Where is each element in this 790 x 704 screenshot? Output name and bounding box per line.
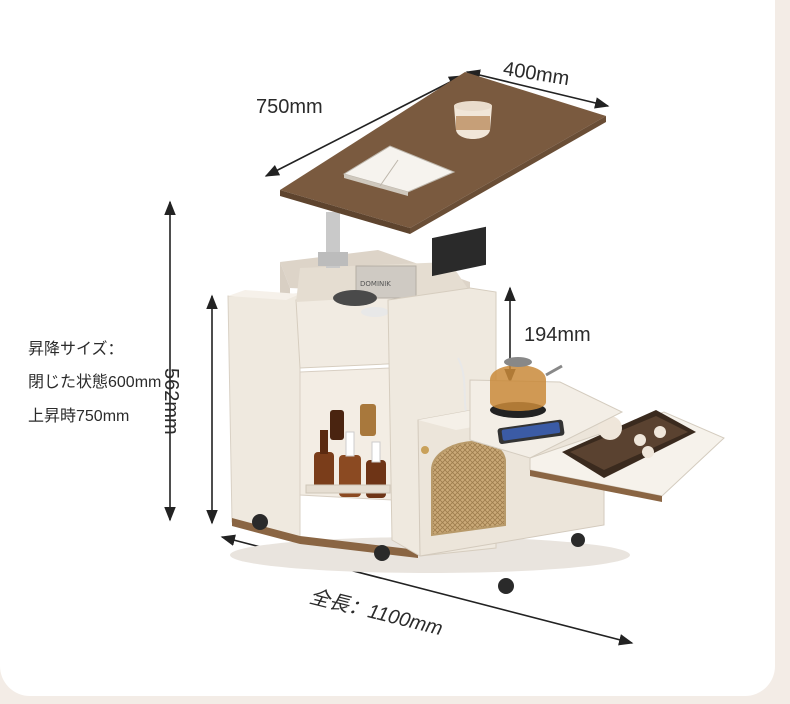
bottles-icon [305,404,391,498]
lift-size-closed: 閉じた状態600mm [28,374,162,391]
box-label: DOMINIK [360,280,391,288]
depth-arrow [465,69,610,109]
socket-gap-label: 194mm [524,324,591,346]
kettle-icon [490,357,563,418]
cup-icon [454,101,492,139]
power-socket [432,226,486,277]
lift-size-raised: 上昇時750mm [28,408,130,425]
lift-size-title: 昇降サイズ： [28,341,124,358]
caster-wheels-icon [252,514,585,594]
height-label: 562mm [160,368,182,435]
width-arrow [264,75,464,177]
rattan-door [431,440,506,537]
book-icon [342,145,456,196]
width-label: 750mm [256,96,323,118]
table-top [280,72,606,228]
gamepad-icon [333,290,377,306]
product-illustration: DOMINIK [164,69,725,646]
cabinet-left-panel [227,293,301,541]
cabinet-wood-base [232,518,418,558]
product-dimension-card: DOMINIK [0,0,775,696]
